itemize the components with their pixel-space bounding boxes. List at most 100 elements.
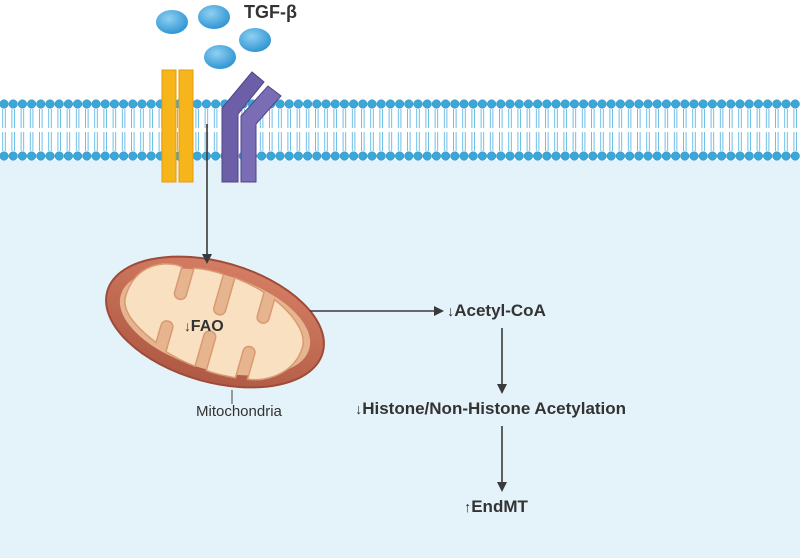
lipid-head [726,99,736,109]
lipid-head [109,99,119,109]
lipid-head [73,99,83,109]
lipid-head [27,99,37,109]
lipid-head [468,151,478,161]
lipid-head [201,99,211,109]
lipid-head [560,151,570,161]
pathway-arrows [202,124,507,492]
lipid-head [450,99,460,109]
lipid-head [781,99,791,109]
lipid-head [625,99,635,109]
lipid-head [293,151,303,161]
type2-receptor [221,71,282,183]
lipid-head [790,151,800,161]
cell-membrane [0,99,800,161]
lipid-head [339,99,349,109]
acetylation-down-arrow-icon: ↓ [355,402,363,418]
lipid-head [781,151,791,161]
lipid-head [606,151,616,161]
fao-down-arrow-icon: ↓ [184,319,191,334]
acetyl-coa-down-arrow-icon: ↓ [447,304,455,320]
lipid-head [753,99,763,109]
lipid-head [146,99,156,109]
lipid-head [606,99,616,109]
lipid-head [763,151,773,161]
lipid-head [45,151,55,161]
lipid-head [588,99,598,109]
lipid-head [643,151,653,161]
lipid-head [192,99,202,109]
type1-receptor [161,69,194,183]
lipid-head [17,99,27,109]
lipid-head [45,99,55,109]
lipid-head [496,151,506,161]
lipid-head [367,99,377,109]
cytoplasm-region [0,160,800,558]
lipid-head [459,151,469,161]
lipid-head [735,99,745,109]
lipid-head [137,151,147,161]
lipid-head [137,99,147,109]
lipid-head [790,99,800,109]
lipid-head [257,151,267,161]
lipid-head [579,99,589,109]
lipid-head [496,99,506,109]
lipid-head [441,151,451,161]
lipid-head [367,151,377,161]
lipid-head [698,99,708,109]
mitochondrion [105,255,325,389]
lipid-head [634,151,644,161]
lipid-head [109,151,119,161]
lipid-head [533,151,543,161]
lipid-head [100,99,110,109]
lipid-head [707,99,717,109]
endmt-up-arrow-icon: ↑ [464,500,472,516]
lipid-head [772,99,782,109]
lipid-head [523,151,533,161]
lipid-head [0,99,9,109]
lipid-head [395,99,405,109]
acetyl-coa-text: Acetyl-CoA [454,301,546,320]
lipid-head [431,151,441,161]
lipid-head [128,151,138,161]
lipid-head [689,151,699,161]
lipid-head [422,99,432,109]
lipid-head [707,151,717,161]
lipid-head [588,151,598,161]
lipid-head [542,151,552,161]
lipid-head [17,151,27,161]
lipid-head [477,151,487,161]
lipid-head [266,151,276,161]
lipid-head [385,99,395,109]
lipid-head [330,151,340,161]
lipid-head [505,99,515,109]
lipid-head [404,151,414,161]
fao-text: FAO [190,318,224,335]
lipid-head [441,99,451,109]
lipid-head [36,151,46,161]
lipid-head [321,151,331,161]
lipid-head [330,99,340,109]
acetyl-coa-label: ↓Acetyl-CoA [447,301,546,321]
lipid-head [54,151,64,161]
lipid-head [376,151,386,161]
lipid-head [91,151,101,161]
lipid-head [634,99,644,109]
lipid-head [698,151,708,161]
lipid-head [192,151,202,161]
lipid-head [680,99,690,109]
lipid-head [431,99,441,109]
lipid-head [119,151,129,161]
lipid-head [358,151,368,161]
lipid-head [505,151,515,161]
acetylation-text: Histone/Non-Histone Acetylation [362,399,627,418]
lipid-head [358,99,368,109]
lipid-head [284,99,294,109]
lipid-head [385,151,395,161]
lipid-head [413,99,423,109]
lipid-head [63,99,73,109]
lipid-head [597,151,607,161]
lipid-head [413,151,423,161]
lipid-head [404,99,414,109]
lipid-head [82,99,92,109]
